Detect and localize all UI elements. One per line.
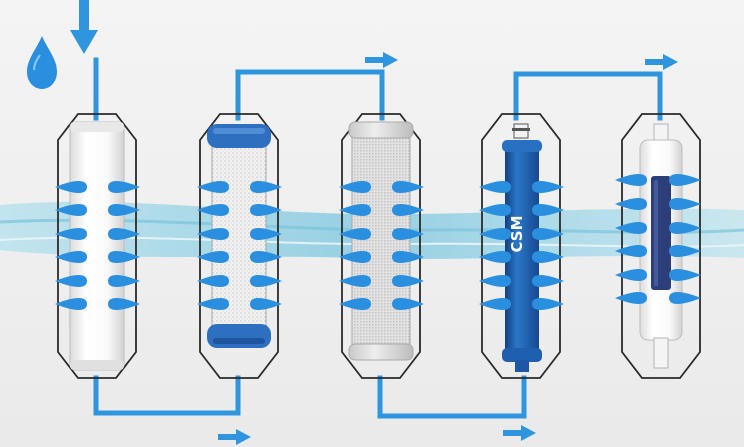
water-drop-icon	[392, 275, 424, 287]
water-drop-icon	[55, 251, 87, 263]
water-drop-icon	[250, 204, 282, 216]
water-drop-icon	[479, 275, 511, 287]
water-drop-icon	[339, 181, 371, 193]
pipe-4-to-5	[513, 71, 663, 121]
ro-membrane: CSM	[502, 123, 542, 372]
water-drop-icon	[108, 228, 140, 240]
flow-pipes	[93, 57, 663, 419]
water-drop-icon	[532, 251, 564, 263]
water-drop-icon	[479, 228, 511, 240]
water-drop-icon	[55, 181, 87, 193]
arrow-icon	[70, 0, 98, 54]
water-drop-icon	[615, 269, 647, 281]
water-drop-icon	[615, 198, 647, 210]
water-drop-icon	[479, 204, 511, 216]
water-drop-icon	[669, 174, 701, 186]
water-drop-icon	[339, 298, 371, 310]
water-drop-icon	[479, 251, 511, 263]
water-drop-icon	[108, 298, 140, 310]
water-drop-icon	[532, 298, 564, 310]
water-drop-icon	[339, 251, 371, 263]
arrow-icon	[503, 425, 536, 441]
sediment-cartridge	[69, 121, 125, 371]
carbon-block-cartridge	[348, 121, 414, 361]
water-drop-icon	[250, 298, 282, 310]
water-drop-icon	[250, 275, 282, 287]
water-drop-icon	[392, 204, 424, 216]
water-drop-icon	[669, 245, 701, 257]
water-drop-icon	[197, 181, 229, 193]
membrane-brand-label: CSM	[508, 215, 526, 252]
water-drop-icon	[250, 228, 282, 240]
water-drop-icon	[392, 228, 424, 240]
water-drop-icon	[532, 228, 564, 240]
water-drop-icon	[532, 204, 564, 216]
water-drop-icon	[392, 298, 424, 310]
flow-arrows	[70, 0, 678, 445]
water-drop-icon	[55, 204, 87, 216]
water-drop-icon	[197, 251, 229, 263]
water-drop-icon	[27, 36, 57, 89]
water-drop-icon	[669, 292, 701, 304]
inline-post-filter	[639, 123, 683, 369]
water-drop-icon	[615, 292, 647, 304]
water-drop-icon	[392, 251, 424, 263]
water-drop-icon	[615, 222, 647, 234]
water-drop-icon	[479, 181, 511, 193]
water-droplet-markers	[55, 174, 701, 310]
pipe-3-to-4	[377, 375, 527, 419]
pipe-2-to-3	[235, 69, 385, 121]
housing-5	[621, 113, 701, 379]
water-drop-icon	[339, 204, 371, 216]
water-drop-icon	[55, 298, 87, 310]
water-drop-icon	[250, 251, 282, 263]
water-drop-icon	[55, 275, 87, 287]
water-drop-icon	[197, 298, 229, 310]
water-drop-icon	[669, 198, 701, 210]
water-drop-icon	[197, 228, 229, 240]
water-drop-icon	[532, 181, 564, 193]
water-drop-icon	[339, 228, 371, 240]
water-drop-icon	[392, 181, 424, 193]
water-drop-icon	[532, 275, 564, 287]
pipe-1-to-2	[93, 375, 241, 416]
water-drop-icon	[339, 275, 371, 287]
arrow-icon	[218, 429, 251, 445]
water-drop-icon	[108, 204, 140, 216]
water-drop-icon	[250, 181, 282, 193]
arrow-icon	[365, 52, 398, 68]
water-drop-icon	[669, 222, 701, 234]
water-drop-icon	[197, 204, 229, 216]
water-drop-icon	[108, 181, 140, 193]
water-drop-icon	[479, 298, 511, 310]
water-drop-icon	[108, 275, 140, 287]
water-drop-icon	[108, 251, 140, 263]
water-drop-icon	[197, 275, 229, 287]
water-drop-icon	[615, 245, 647, 257]
water-drop-icon	[669, 269, 701, 281]
water-drop-icon	[55, 228, 87, 240]
arrow-icon	[645, 54, 678, 70]
water-drop-icon	[615, 174, 647, 186]
